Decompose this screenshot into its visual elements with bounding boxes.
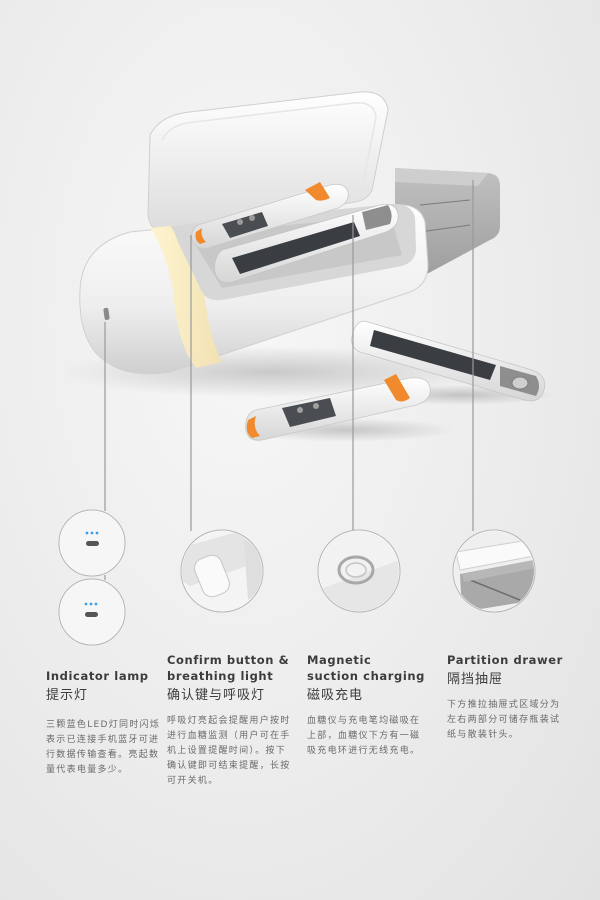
feature-confirm-button: Confirm button & breathing light 确认键与呼吸灯… bbox=[167, 652, 291, 789]
feature-partition-drawer: Partition drawer 隔挡抽屉 下方推拉抽屉式区域分为左右两部分可储… bbox=[447, 652, 565, 743]
usb-c-port-icon bbox=[103, 307, 110, 320]
feature-title-zh: 磁吸充电 bbox=[307, 688, 364, 703]
led-dots-icon bbox=[85, 531, 99, 535]
feature-magnetic-charging: Magnetic suction charging 磁吸充电 血糖仪与充电笔均磁… bbox=[307, 652, 427, 759]
feature-title-en: Indicator lamp bbox=[46, 669, 149, 683]
detail-drawer-partition bbox=[452, 529, 536, 613]
feature-description: 呼吸灯亮起会提醒用户按时进行血糖监测（用户可在手机上设置提醒时间）。按下确认键即… bbox=[167, 716, 291, 786]
feature-description: 三颗蓝色LED灯同时闪烁表示已连接手机蓝牙可进行数据传输查看。亮起数量代表电量多… bbox=[46, 720, 161, 775]
feature-title-en: Partition drawer bbox=[447, 653, 563, 667]
glucose-meter bbox=[351, 320, 546, 402]
leader-lines bbox=[104, 180, 474, 580]
glucose-meter-in-case bbox=[214, 204, 399, 283]
feature-title-zh: 确认键与呼吸灯 bbox=[167, 688, 266, 703]
lancet-pen-in-case bbox=[191, 182, 349, 249]
detail-led-dots bbox=[58, 509, 126, 577]
detail-confirm-button bbox=[180, 529, 264, 613]
detail-charging-ring bbox=[317, 529, 401, 613]
feature-title-en: Magnetic suction charging bbox=[307, 653, 426, 683]
feature-indicator-lamp: Indicator lamp 提示灯 三颗蓝色LED灯同时闪烁表示已连接手机蓝牙… bbox=[46, 668, 166, 778]
lancet-pen bbox=[245, 374, 431, 441]
detail-usb-port bbox=[58, 578, 126, 646]
charging-ring-icon bbox=[337, 555, 375, 585]
feature-description: 下方推拉抽屉式区域分为左右两部分可储存瓶装试纸与散装针头。 bbox=[447, 700, 561, 740]
feature-title-zh: 隔挡抽屉 bbox=[447, 672, 504, 687]
feature-title-en: Confirm button & breathing light bbox=[167, 653, 290, 683]
feature-description: 血糖仪与充电笔均磁吸在上部，血糖仪下方有一磁吸充电环进行无线充电。 bbox=[307, 716, 421, 756]
feature-title-zh: 提示灯 bbox=[46, 688, 89, 703]
